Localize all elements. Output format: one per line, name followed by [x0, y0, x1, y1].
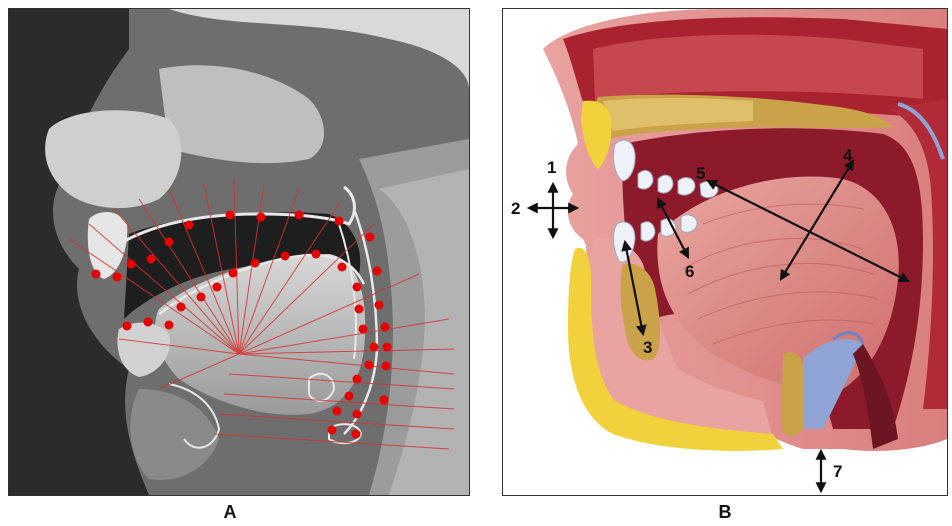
- annotation-7: 7: [833, 462, 842, 481]
- annotation-5: 5: [696, 164, 705, 183]
- annotation-2: 2: [511, 199, 520, 218]
- annotation-1: 1: [547, 158, 556, 177]
- mri-panel: [8, 8, 470, 496]
- annotation-3: 3: [643, 338, 652, 357]
- annotation-6: 6: [685, 262, 694, 281]
- annotation-4: 4: [843, 146, 853, 165]
- panel-label-b: B: [705, 502, 745, 523]
- panel-label-a: A: [210, 502, 250, 523]
- anatomy-panel: 1 2 3 4 5 6 7: [502, 8, 948, 496]
- mri-image: [9, 9, 469, 495]
- anatomy-illustration: 1 2 3 4 5 6 7: [503, 9, 947, 495]
